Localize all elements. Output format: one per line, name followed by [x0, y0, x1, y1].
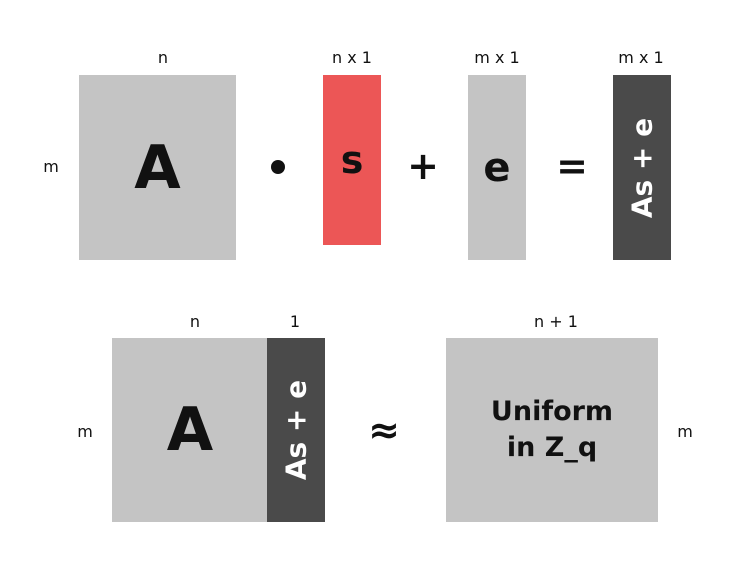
dim-n-label: n: [157, 48, 169, 67]
uniform-matrix-label: Uniform in Z_q: [446, 338, 658, 522]
matrix-a: A: [79, 75, 236, 260]
bottom-as-e-column: As + e: [267, 338, 325, 522]
uniform-dim-m-label: m: [677, 422, 693, 441]
matrix-a-label: A: [134, 132, 181, 203]
bottom-dim-1-label: 1: [289, 312, 301, 331]
bottom-matrix-a: A: [112, 338, 268, 522]
vector-e: e: [468, 75, 526, 260]
dim-m-label: m: [43, 157, 59, 176]
uniform-line-1: Uniform: [490, 396, 614, 427]
dim-result-label: m x 1: [618, 48, 664, 67]
result-vector-label: As + e: [625, 117, 659, 218]
result-vector: As + e: [613, 75, 671, 260]
plus-operator: +: [407, 144, 439, 188]
uniform-matrix: Uniform in Z_q: [446, 338, 658, 522]
vector-e-label: e: [483, 144, 511, 191]
vector-s-label: s: [340, 138, 364, 182]
vector-s: s: [323, 75, 381, 245]
uniform-dim-label: n + 1: [534, 312, 578, 331]
bottom-dim-n-label: n: [189, 312, 201, 331]
dim-e-label: m x 1: [474, 48, 520, 67]
uniform-line-2: in Z_q: [506, 432, 598, 463]
bottom-dim-m-label: m: [77, 422, 93, 441]
bottom-matrix-a-label: A: [166, 395, 214, 465]
approx-operator: ≈: [368, 408, 400, 452]
bottom-as-e-label: As + e: [279, 379, 313, 481]
dot-operator: [271, 160, 285, 174]
equals-operator: =: [556, 144, 588, 188]
dim-s-label: n x 1: [332, 48, 372, 67]
